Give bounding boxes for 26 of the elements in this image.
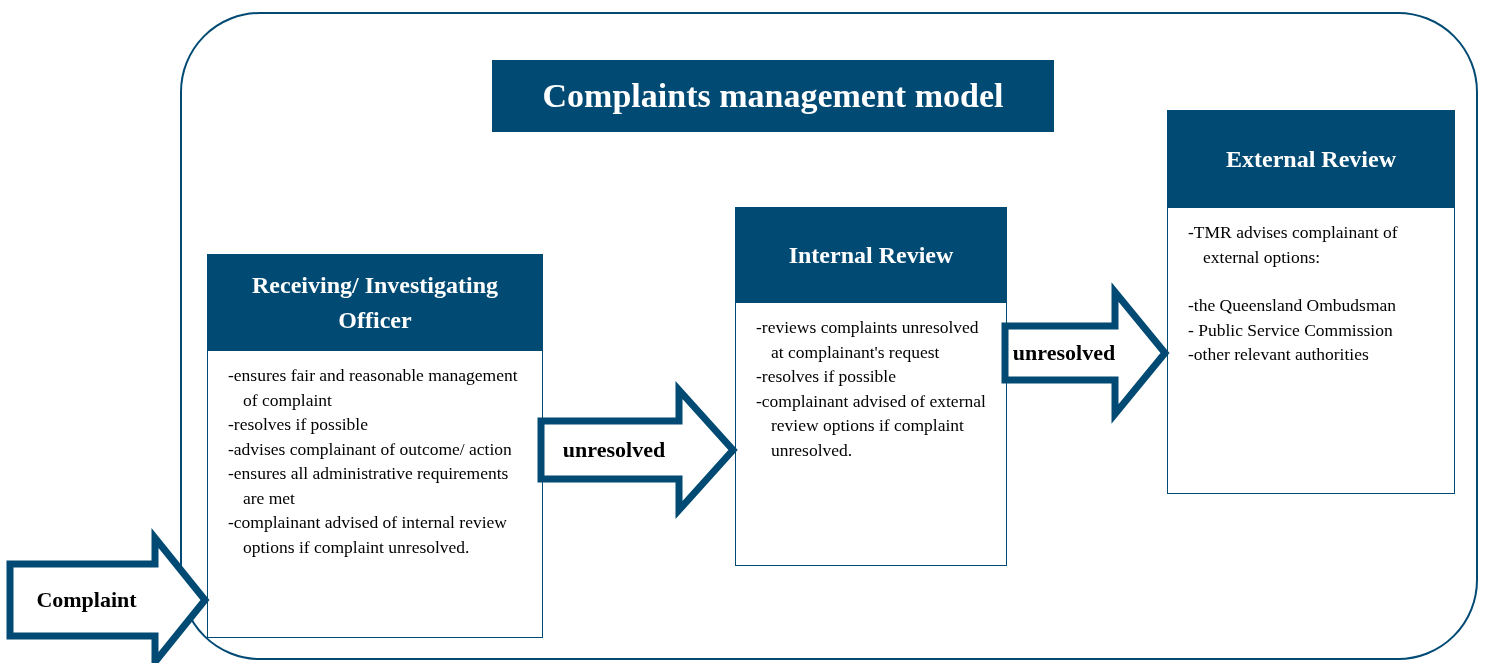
- bullet-text: -resolves if possible: [228, 413, 369, 436]
- block-arrow: [1001, 282, 1170, 424]
- bullet-text: - Public Service Commission: [1188, 318, 1394, 342]
- title-banner: Complaints management model: [492, 60, 1054, 132]
- edge-label: Complaint: [36, 587, 137, 613]
- bullet-text: -complainant advised of internal review options if complaint unresolved.: [228, 511, 508, 559]
- block-arrow: [6, 528, 210, 663]
- bullet-text: -ensures fair and reasonable management of complaint: [228, 364, 519, 412]
- card-heading: Internal Review: [736, 208, 1006, 303]
- bullet-text: -advises complainant of outcome/ action: [228, 437, 513, 461]
- edge-label: unresolved: [562, 437, 666, 463]
- bullet-text: -resolves if possible: [756, 365, 897, 388]
- process-card: [207, 254, 543, 638]
- container-outline: [180, 12, 1478, 660]
- bullet-text: -reviews complaints unresolved at complainant's request: [756, 316, 980, 364]
- bullet-text: -other relevant authorities: [1188, 343, 1370, 366]
- edge-label: unresolved: [1012, 340, 1116, 366]
- process-card: [1167, 110, 1455, 494]
- bullet-text: -ensures all administrative requirements are met: [228, 462, 510, 510]
- bullet-text: -the Queensland Ombudsman: [1188, 294, 1397, 317]
- bullet-text: -complainant advised of external review options if complaint unresolved.: [756, 389, 987, 462]
- card-heading: External Review: [1168, 111, 1454, 208]
- process-card: [735, 207, 1007, 566]
- card-heading: Receiving/ Investigating Officer: [208, 255, 542, 351]
- bullet-text: -TMR advises complainant of external options:: [1188, 221, 1399, 269]
- block-arrow: [537, 380, 738, 520]
